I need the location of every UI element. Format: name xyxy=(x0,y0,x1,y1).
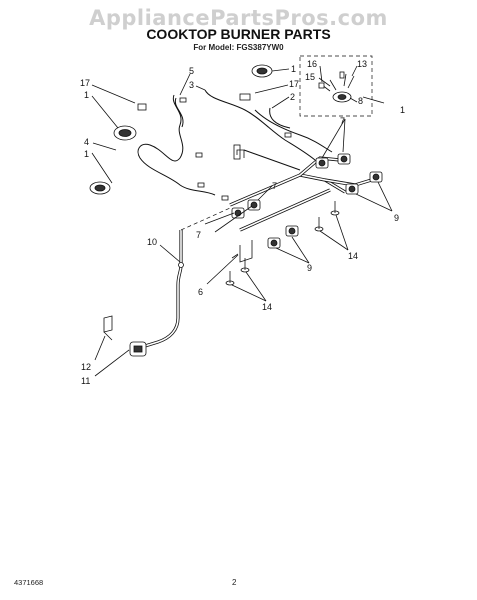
callout-9: 9 xyxy=(307,263,312,273)
page-number: 2 xyxy=(232,578,237,587)
callout-13: 13 xyxy=(357,59,367,69)
valve-7 xyxy=(285,225,299,237)
valve-4 xyxy=(369,171,383,183)
callout-1: 1 xyxy=(291,64,296,74)
screw-1 xyxy=(314,217,324,232)
document-number: 4371668 xyxy=(14,578,44,587)
callout-17: 17 xyxy=(80,78,90,88)
callout-7: 7 xyxy=(196,230,201,240)
igniter-detail-box xyxy=(299,55,373,117)
callout-16: 16 xyxy=(307,59,317,69)
callout-12: 12 xyxy=(81,362,91,372)
model-subtitle: For Model: FGS387YW0 xyxy=(193,43,284,52)
valve-2 xyxy=(337,153,351,165)
watermark: AppliancePartsPros.com xyxy=(89,6,388,30)
callout-2: 2 xyxy=(290,92,295,102)
callout-1: 1 xyxy=(84,149,89,159)
valve-6 xyxy=(247,199,261,211)
callout-1: 1 xyxy=(84,90,89,100)
callout-14: 14 xyxy=(262,302,272,312)
burner-top-center xyxy=(251,64,273,78)
valve-3 xyxy=(345,183,359,195)
wire-harness-left xyxy=(137,94,216,196)
callout-17: 17 xyxy=(289,79,299,89)
callout-11: 11 xyxy=(81,376,90,386)
wire-harness-center xyxy=(204,89,316,161)
screw-4 xyxy=(240,258,250,273)
callout-14: 14 xyxy=(348,251,358,261)
callout-1: 1 xyxy=(400,105,405,115)
callout-6: 6 xyxy=(198,287,203,297)
valve-8 xyxy=(267,237,281,249)
callout-5: 5 xyxy=(189,66,194,76)
callout-8: 8 xyxy=(358,96,363,106)
callout-3: 3 xyxy=(189,80,194,90)
callout-7: 7 xyxy=(272,181,277,191)
regulator-bracket xyxy=(103,315,113,341)
pressure-regulator xyxy=(129,341,147,357)
igniter-assembly xyxy=(318,71,355,103)
burner-left-1 xyxy=(113,125,137,141)
page-title: COOKTOP BURNER PARTS xyxy=(146,26,331,42)
callout-9: 9 xyxy=(394,213,399,223)
manifold-bracket xyxy=(239,240,253,263)
screw-3 xyxy=(225,271,235,286)
callout-10: 10 xyxy=(147,237,157,247)
screw-2 xyxy=(330,201,340,216)
callout-4: 4 xyxy=(84,137,89,147)
callout-7: 7 xyxy=(340,116,345,126)
callout-15: 15 xyxy=(305,72,315,82)
valve-1 xyxy=(315,157,329,169)
burner-left-2 xyxy=(89,181,111,195)
